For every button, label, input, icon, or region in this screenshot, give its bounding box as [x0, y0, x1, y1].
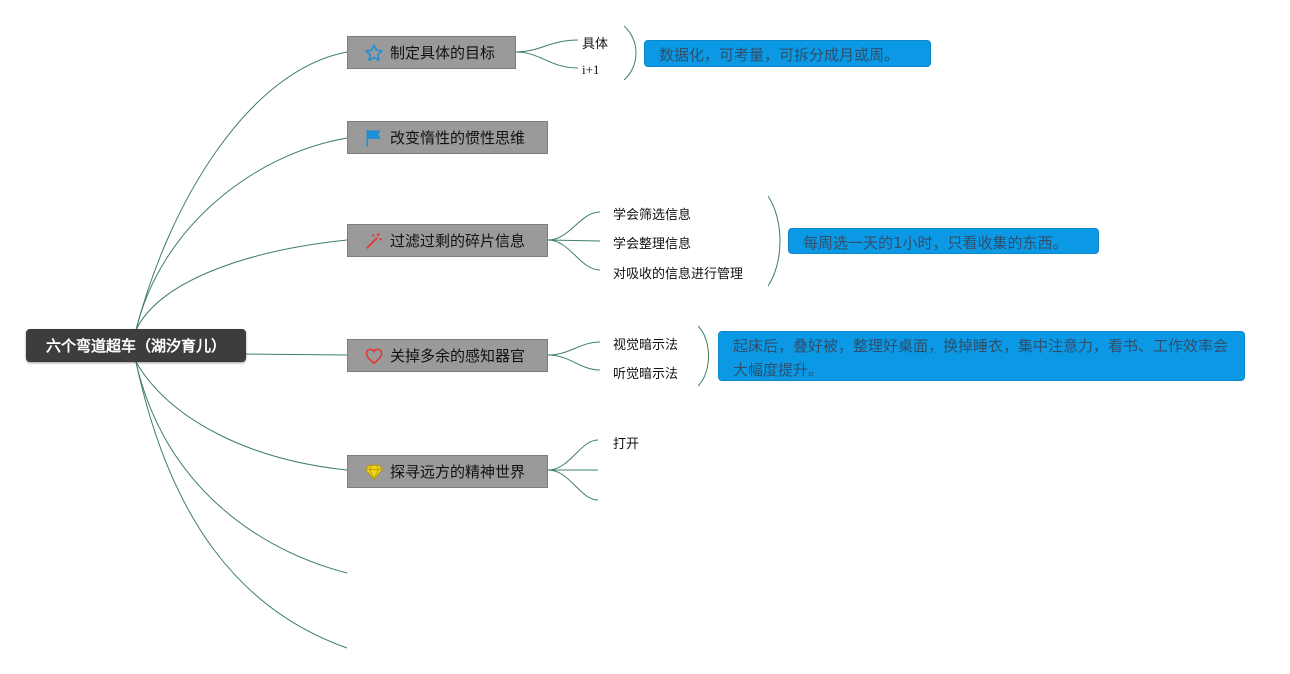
note-1-text: 数据化，可考量，可拆分成月或周。	[659, 46, 900, 64]
branch-label-1: 制定具体的目标	[390, 44, 496, 62]
heart-icon	[364, 346, 384, 366]
leaf-1-1[interactable]: 具体	[582, 37, 609, 52]
branch-node-5[interactable]: 探寻远方的精神世界	[347, 455, 548, 488]
branch-node-1[interactable]: 制定具体的目标	[347, 36, 516, 69]
link-b1-c2	[515, 51, 579, 69]
note-4-text: 起床后，叠好被，整理好桌面，换掉睡衣，集中注意力，看书、工作效率会大幅度提升。	[733, 337, 1229, 379]
bracket-b4	[697, 325, 709, 387]
leaf-3-1[interactable]: 学会筛选信息	[613, 208, 692, 223]
branch-node-2[interactable]: 改变惰性的惯性思维	[347, 121, 548, 154]
branch-node-3[interactable]: 过滤过剩的碎片信息	[347, 224, 548, 257]
link-b4-c1	[547, 341, 601, 356]
root-node[interactable]: 六个弯道超车（湖汐育儿）	[26, 329, 246, 362]
link-root-branch-4	[245, 353, 348, 356]
link-b3-c3	[547, 239, 601, 271]
note-3[interactable]: 每周选一天的1小时，只看收集的东西。	[788, 228, 1099, 254]
link-root-branch-1	[135, 51, 348, 331]
link-root-branch-3	[135, 239, 348, 331]
flag-icon	[364, 128, 384, 148]
link-b3-c2	[547, 239, 601, 242]
note-1[interactable]: 数据化，可考量，可拆分成月或周。	[644, 40, 931, 67]
link-root-branch-2	[135, 137, 348, 331]
leaf-3-2[interactable]: 学会整理信息	[613, 237, 692, 252]
link-root-branch-5	[135, 361, 348, 471]
diamond-icon	[364, 462, 384, 482]
link-root-empty-2	[135, 361, 348, 649]
link-b5-c1	[547, 439, 599, 471]
link-b4-c2	[547, 354, 601, 371]
branch-label-2: 改变惰性的惯性思维	[390, 129, 526, 147]
branch-label-4: 关掉多余的感知器官	[390, 347, 526, 365]
branch-label-5: 探寻远方的精神世界	[390, 463, 526, 481]
star-icon	[364, 43, 384, 63]
bracket-b1	[623, 25, 637, 81]
leaf-1-2[interactable]: i+1	[582, 62, 600, 77]
bracket-b3	[767, 195, 781, 287]
branch-label-3: 过滤过剩的碎片信息	[390, 232, 526, 250]
link-b1-c1	[515, 39, 579, 53]
link-root-empty-1	[135, 361, 348, 574]
note-4[interactable]: 起床后，叠好被，整理好桌面，换掉睡衣，集中注意力，看书、工作效率会大幅度提升。	[718, 331, 1245, 381]
branch-node-4[interactable]: 关掉多余的感知器官	[347, 339, 548, 372]
leaf-4-1[interactable]: 视觉暗示法	[613, 338, 679, 353]
magic-wand-icon	[364, 231, 384, 251]
leaf-3-3[interactable]: 对吸收的信息进行管理	[613, 267, 744, 282]
note-3-text: 每周选一天的1小时，只看收集的东西。	[803, 234, 1068, 252]
link-b3-c1	[547, 211, 601, 241]
leaf-4-2[interactable]: 听觉暗示法	[613, 367, 679, 382]
link-b5-c3	[547, 469, 599, 501]
leaf-5-1[interactable]: 打开	[613, 437, 640, 452]
root-title: 六个弯道超车（湖汐育儿）	[45, 337, 226, 355]
